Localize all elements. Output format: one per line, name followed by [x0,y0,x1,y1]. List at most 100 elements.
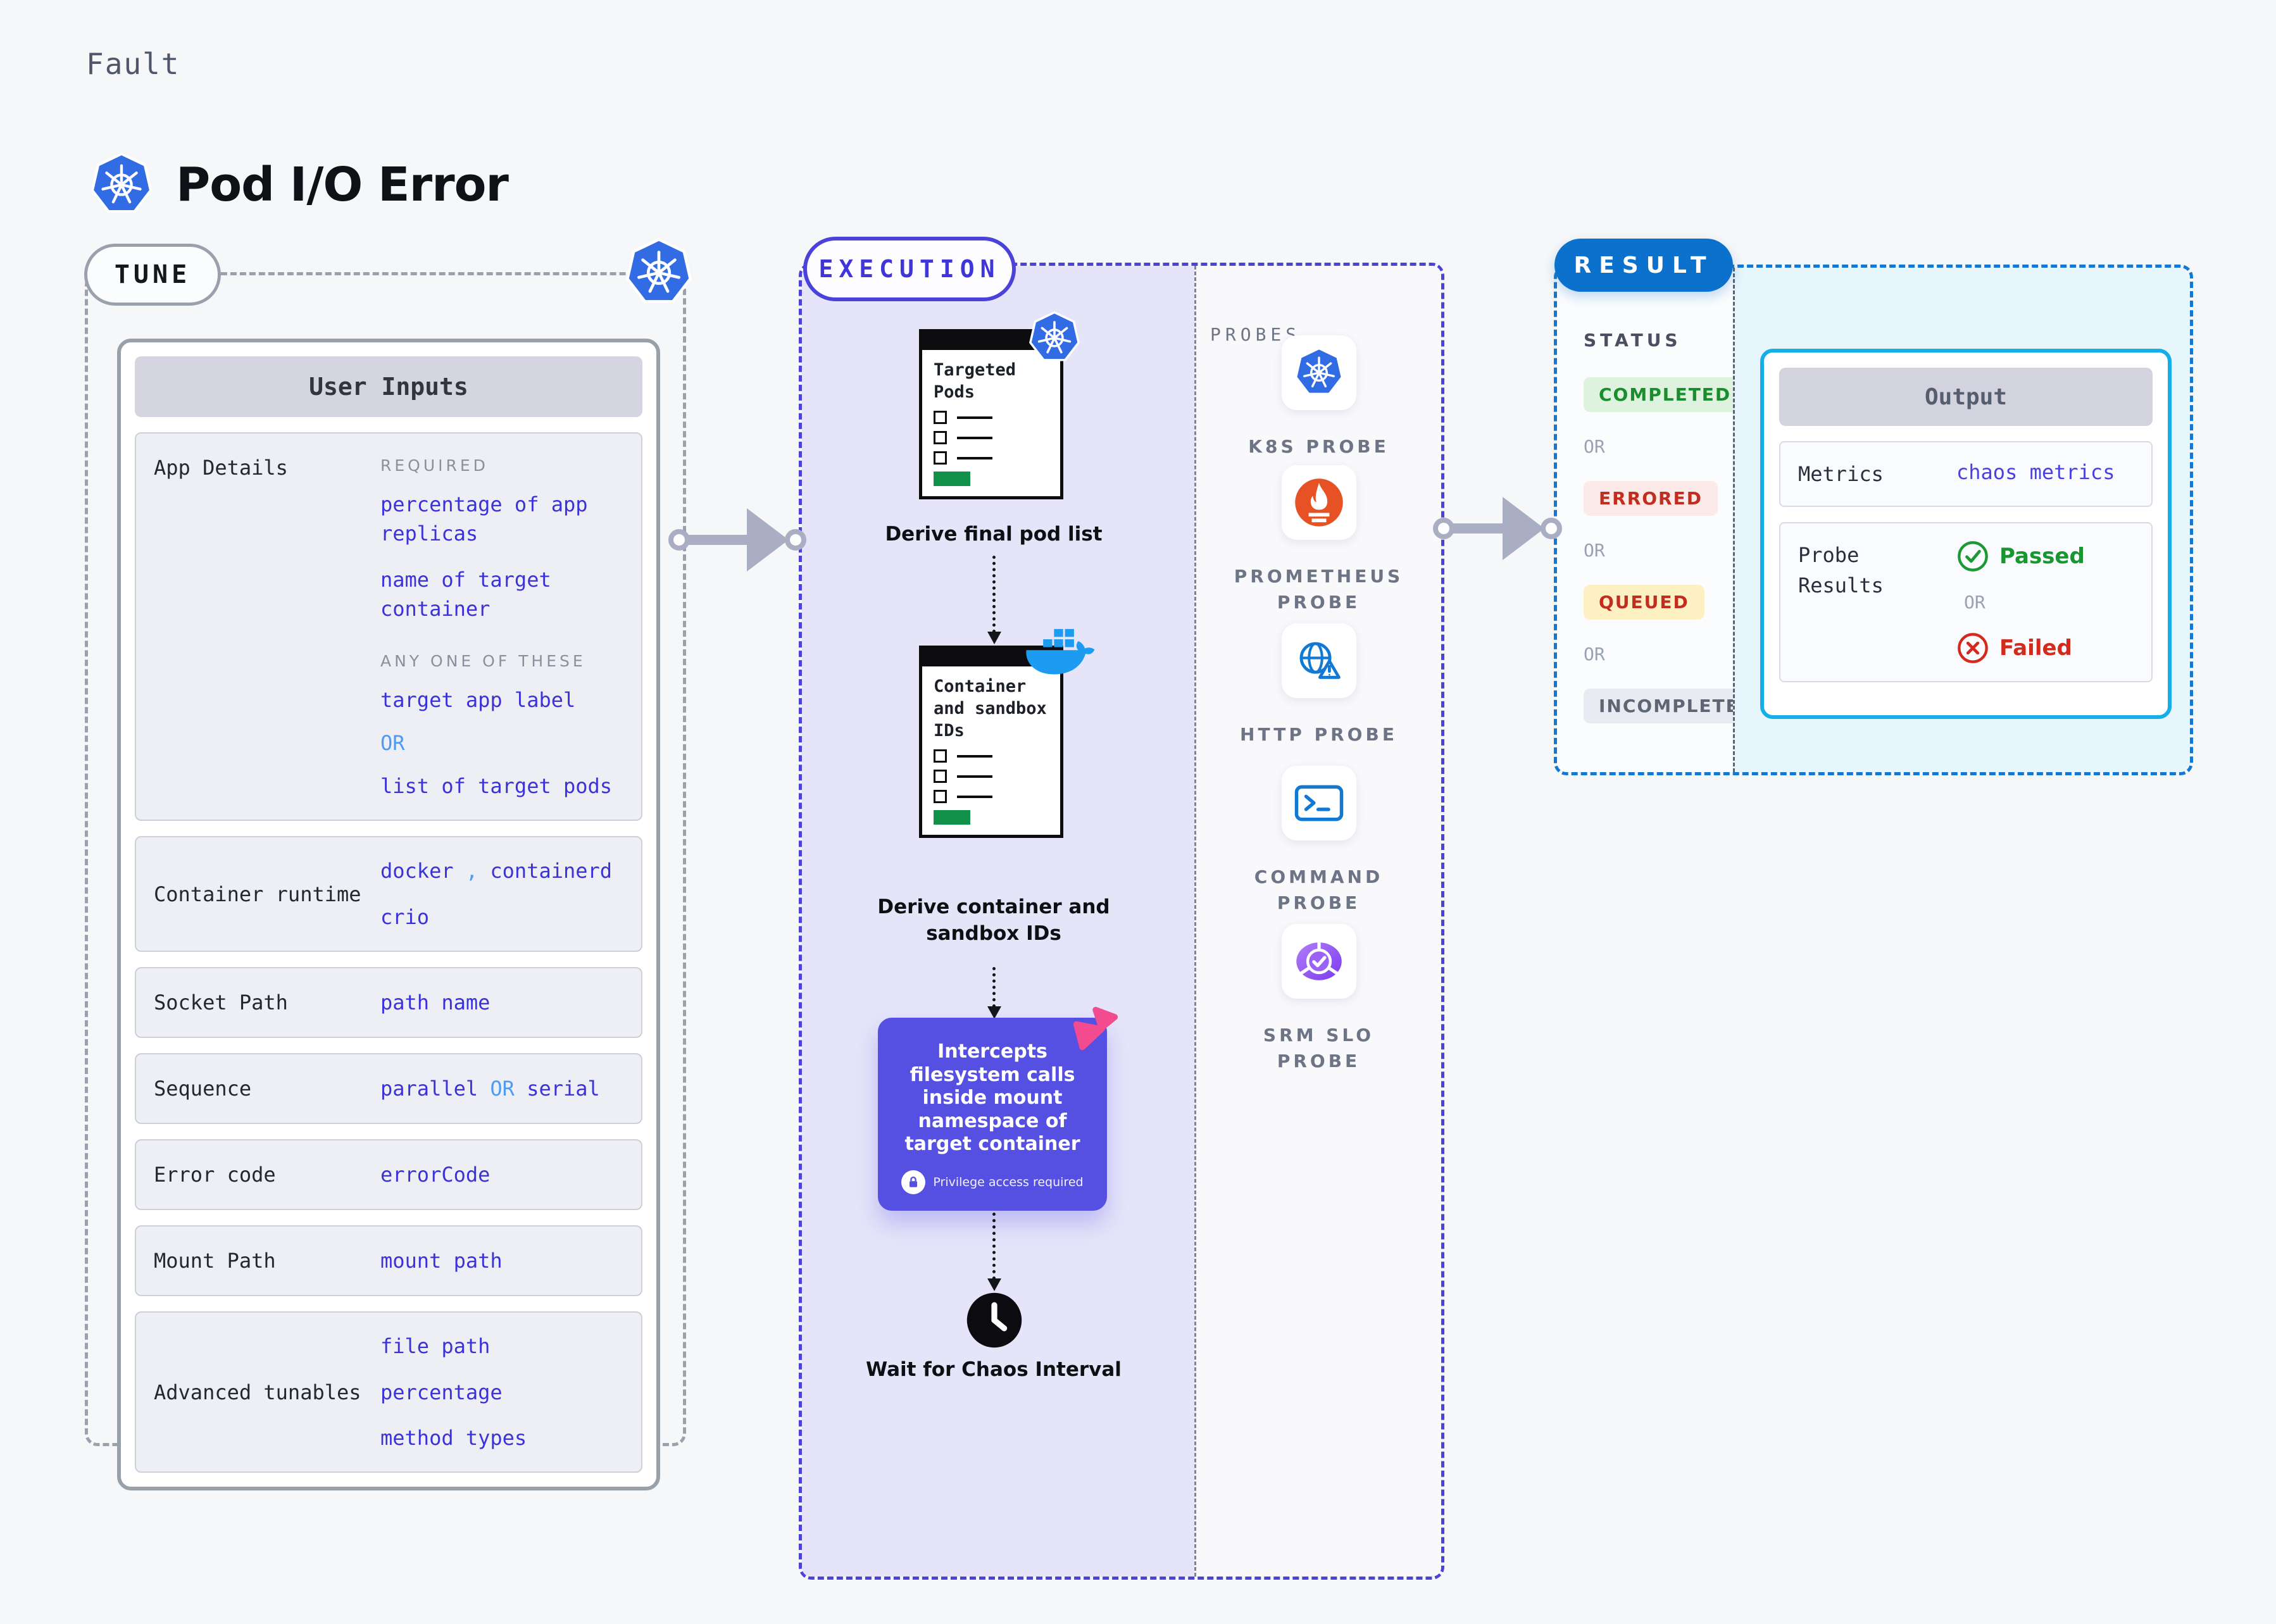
document-body: Container and sandbox IDs [922,666,1060,835]
or-separator: OR [1584,436,1605,457]
status-badge-errored: ERRORED [1584,481,1733,516]
probe-item: K8S PROBE [1196,335,1441,460]
intercept-description: Intercepts filesystem calls inside mount… [904,1040,1080,1156]
arrow-head [1503,497,1544,560]
document-title: Targeted Pods [934,360,1016,403]
input-value: parallel OR serial [380,1076,600,1101]
status-heading: STATUS [1584,330,1682,351]
kubernetes-icon [1027,311,1082,365]
lock-icon [901,1170,926,1194]
k8s-probe-icon [1281,335,1356,410]
failed-label: Failed [1999,635,2072,661]
probe-item: HTTP PROBE [1196,623,1441,748]
input-values: path name [363,988,623,1017]
passed-check-icon [1956,540,1989,573]
clock-icon [965,1291,1023,1349]
docker-icon [1022,627,1096,682]
or-separator: OR [1584,540,1605,561]
arrow-endpoint [785,529,806,551]
privilege-note-text: Privilege access required [933,1175,1084,1189]
progress-bar [934,472,970,487]
flow-connector [987,967,1001,1019]
step-caption: Derive final pod list [885,523,1103,546]
user-input-row: Mount Path mount path [135,1225,642,1297]
checklist-item [934,411,1049,425]
status-column: STATUS COMPLETED OR ERRORED OR QUEUED OR INCOM… [1557,268,1771,772]
input-value: mount path [380,1248,503,1273]
checklist-item [934,431,1049,445]
user-input-row: Socket Path path name [135,967,642,1039]
probes-panel: PROBES K8S PROBE PROMETHEUS PROBE HTTP P… [1194,266,1441,1577]
checklist-item [934,749,1049,763]
output-header: Output [1779,368,2153,426]
failed-x-icon [1956,632,1989,665]
execution-section-label: EXECUTION [803,237,1016,301]
srm-probe-icon [1281,924,1356,999]
input-values: parallel OR serial [363,1074,623,1103]
status-badge-completed: COMPLETED [1584,377,1747,412]
output-area: Output Metrics chaos metrics Probe Resul… [1733,268,2190,772]
input-label: Container runtime [154,882,361,906]
arrow-endpoint [668,529,690,551]
http-probe-icon [1281,623,1356,698]
probe-results-label: Probe Results [1798,543,1884,597]
input-value: percentage of app replicas [380,492,588,546]
metrics-row: Metrics chaos metrics [1779,441,2153,507]
arrow-endpoint [1433,518,1454,539]
or-separator: OR [1584,644,1605,665]
probes-label: PROBES [1210,324,1301,345]
metrics-value: chaos metrics [1956,460,2115,484]
input-value: percentage [380,1380,503,1404]
execution-panel: EXECUTION Targeted Pods [799,237,1444,1580]
intercept-step-card: Intercepts filesystem calls inside mount… [878,1006,1118,1211]
fault-kicker: Fault [86,47,180,81]
input-label: Socket Path [154,990,288,1015]
input-label: Mount Path [154,1249,276,1273]
probe-item: COMMAND PROBE [1196,766,1441,916]
targeted-pods-node: Targeted Pods [919,311,1080,500]
probe-label: COMMAND PROBE [1254,866,1384,913]
status-badge-incompleted: INCOMPLETED [1584,689,1771,723]
document-title: Container and sandbox IDs [934,677,1047,741]
flow-connector [987,1213,1001,1291]
passed-label: Passed [1999,544,2085,569]
command-probe-icon [1281,766,1356,840]
input-values: mount path [363,1246,623,1275]
input-label: Error code [154,1163,276,1187]
status-badge: COMPLETED [1584,377,1747,412]
probe-item: SRM SLO PROBE [1196,924,1441,1074]
status-badge: ERRORED [1584,481,1718,516]
step-caption: Wait for Chaos Interval [866,1358,1122,1381]
kubernetes-icon [623,237,694,308]
failed-result: Failed [1956,632,2085,665]
user-input-row: Error code errorCode [135,1139,642,1211]
connector-arrowhead [987,1006,1001,1019]
probe-results-values: Passed OR Failed [1956,540,2085,665]
status-badge-queued: QUEUED [1584,585,1733,620]
user-inputs-header: User Inputs [135,356,642,417]
input-values: REQUIRED percentage of app replicas name o… [363,453,623,801]
tune-to-execution-arrow [668,506,806,573]
input-value: name of target container [380,567,551,621]
arrow-shaft [1452,523,1505,534]
prometheus-probe-icon [1281,465,1356,540]
status-badge: QUEUED [1584,585,1704,620]
progress-bar [934,810,970,825]
flow-connector [987,556,1001,644]
kubernetes-icon [89,152,154,218]
page-title: Pod I/O Error [176,158,509,212]
input-value: errorCode [380,1162,491,1187]
execution-to-result-arrow [1433,495,1562,562]
output-box: Output Metrics chaos metrics Probe Resul… [1760,349,2172,719]
input-caption: REQUIRED [380,456,489,475]
arrow-shaft [687,535,749,545]
input-value: docker , containerd [380,859,613,884]
passed-result: Passed [1956,540,2085,573]
container-sandbox-ids-node: Container and sandbox IDs [919,628,1095,839]
execution-flow-area: Targeted Pods Derive final pod list Cont… [802,266,1194,1577]
arrow-head [747,508,789,572]
input-value: file path [380,1334,491,1359]
